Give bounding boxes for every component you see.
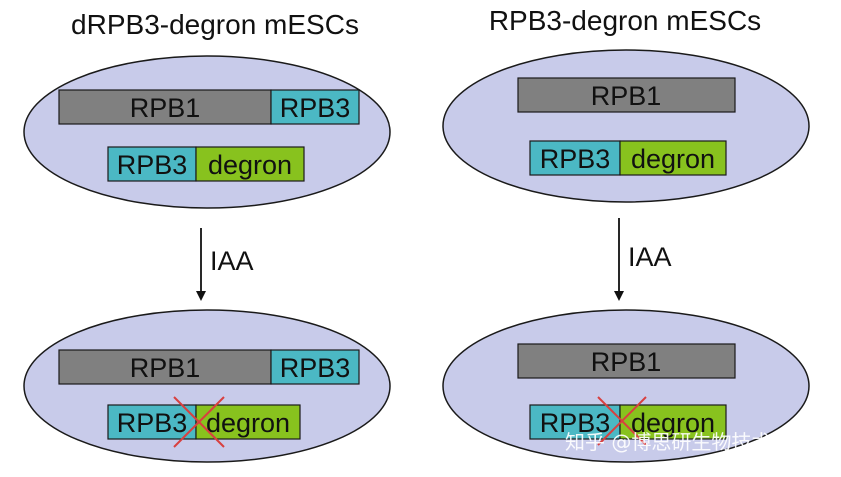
rpb3-box xyxy=(529,404,621,440)
cell-membrane xyxy=(23,55,391,209)
degron-label: degron xyxy=(631,144,715,174)
left-title: dRPB3-degron mESCs xyxy=(71,9,359,40)
watermark: 知乎 @博思研生物技术 xyxy=(565,430,771,454)
rpb3-fused-box xyxy=(270,89,360,125)
degron-box xyxy=(619,140,727,176)
rpb1-label: RPB1 xyxy=(591,347,662,377)
rpb3-box xyxy=(529,140,621,176)
rpb1-box xyxy=(517,343,736,379)
rpb3-label: RPB3 xyxy=(540,408,611,438)
rpb1-label: RPB1 xyxy=(130,353,201,383)
iaa-label: IAA xyxy=(210,246,254,276)
iaa-label: IAA xyxy=(628,242,672,272)
degron-label: degron xyxy=(631,408,715,438)
rpb3-box xyxy=(107,146,197,182)
rpb3-label: RPB3 xyxy=(540,144,611,174)
rpb1-label: RPB1 xyxy=(130,93,201,123)
degron-box xyxy=(195,146,305,182)
rpb3-label: RPB3 xyxy=(117,150,188,180)
left-bottom-cell: RPB1 RPB3 RPB3 degron xyxy=(23,309,391,463)
cleavage-cross-icon xyxy=(173,396,225,448)
right-treatment-arrow: IAA xyxy=(614,218,672,301)
right-top-cell: RPB1 RPB3 degron xyxy=(442,49,810,203)
left-top-cell: RPB1 RPB3 RPB3 degron xyxy=(23,55,391,209)
right-bottom-cell: RPB1 RPB3 degron 知乎 @博思研生物技术 xyxy=(442,309,810,463)
cleavage-cross-icon xyxy=(597,396,647,446)
degron-box xyxy=(195,404,301,440)
rpb1-box xyxy=(58,89,272,125)
rpb1-label: RPB1 xyxy=(591,81,662,111)
rpb1-box xyxy=(517,77,736,113)
rpb3-fused-box xyxy=(270,349,360,385)
left-treatment-arrow: IAA xyxy=(196,228,254,301)
rpb3-fused-label: RPB3 xyxy=(280,353,351,383)
rpb3-label: RPB3 xyxy=(117,408,188,438)
right-title: RPB3-degron mESCs xyxy=(489,5,761,36)
cell-membrane xyxy=(442,49,810,203)
degron-label: degron xyxy=(208,150,292,180)
rpb3-fused-label: RPB3 xyxy=(280,93,351,123)
degron-label: degron xyxy=(206,408,290,438)
